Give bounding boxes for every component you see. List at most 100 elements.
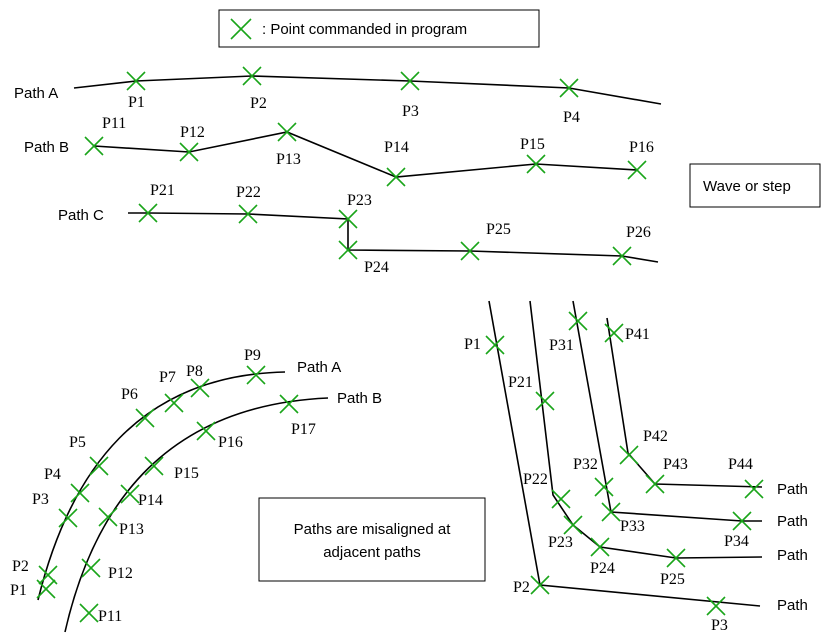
- corner-path-1-line: [488, 300, 761, 607]
- corner-path-3-line: [572, 300, 762, 522]
- corner-point-marker-p23: [563, 515, 583, 535]
- top-point-label-p21: P21: [150, 182, 175, 199]
- arc-point-label-p14: P14: [138, 492, 163, 509]
- corner-point-marker-p1: [485, 335, 505, 355]
- arc-point-label-p4: P4: [44, 466, 61, 483]
- corner-path-4-line: [606, 317, 763, 488]
- corner-point-marker-p31: [568, 311, 588, 331]
- arc-point-label-p9: P9: [244, 347, 261, 364]
- top-point-label-p15: P15: [520, 136, 545, 153]
- corner-point-label-p33: P33: [620, 518, 645, 535]
- corner-point-label-p32: P32: [573, 456, 598, 473]
- top-point-marker-p22: [238, 204, 258, 224]
- corner-point-marker-p32: [594, 477, 614, 497]
- corner-point-marker-p2: [530, 575, 550, 595]
- wave-note: Wave or step: [689, 163, 821, 208]
- arc-path-a-label: Path A: [297, 359, 341, 376]
- top-point-label-p1: P1: [128, 94, 145, 111]
- corner-point-marker-p41: [604, 323, 624, 343]
- top-point-label-p2: P2: [250, 95, 267, 112]
- arc-point-marker-p8: [190, 378, 210, 398]
- arc-path-a-line: [37, 371, 286, 601]
- top-point-label-p16: P16: [629, 139, 654, 156]
- arc-point-marker-p2: [38, 565, 58, 585]
- corner-point-marker-p25: [666, 548, 686, 568]
- top-point-marker-p14: [386, 167, 406, 187]
- misaligned-note: Paths are misaligned at adjacent paths: [258, 497, 486, 582]
- top-point-marker-p11: [84, 136, 104, 156]
- corner-point-label-p25: P25: [660, 571, 685, 588]
- corner-point-label-p43: P43: [663, 456, 688, 473]
- top-point-label-p25: P25: [486, 221, 511, 238]
- arc-point-marker-p3: [58, 508, 78, 528]
- top-path-b-label: Path B: [24, 139, 69, 156]
- top-point-marker-p4: [559, 78, 579, 98]
- corner-point-label-p31: P31: [549, 337, 574, 354]
- arc-point-label-p15: P15: [174, 465, 199, 482]
- wave-note-text: Wave or step: [703, 178, 791, 195]
- corner-point-marker-p21: [535, 391, 555, 411]
- corner-point-label-p42: P42: [643, 428, 668, 445]
- top-path-c-line: [128, 212, 659, 263]
- corner-point-marker-p22: [551, 489, 571, 509]
- corner-point-marker-p24: [590, 537, 610, 557]
- top-point-label-p4: P4: [563, 109, 580, 126]
- top-point-marker-p3: [400, 71, 420, 91]
- top-point-label-p22: P22: [236, 184, 261, 201]
- top-point-marker-p21: [138, 203, 158, 223]
- corner-path-label-3: Path: [777, 547, 808, 564]
- corner-point-label-p22: P22: [523, 471, 548, 488]
- top-path-b-line: [93, 131, 638, 178]
- top-point-label-p23: P23: [347, 192, 372, 209]
- top-section: Path A Path B Path C: [14, 75, 662, 263]
- top-path-a-line: [73, 75, 662, 105]
- top-path-a-label: Path A: [14, 85, 58, 102]
- top-point-label-p12: P12: [180, 124, 205, 141]
- arc-point-label-p16: P16: [218, 434, 243, 451]
- top-point-label-p24: P24: [364, 259, 389, 276]
- top-point-label-p26: P26: [626, 224, 651, 241]
- cross-marker-icon: [230, 18, 252, 40]
- top-point-marker-p15: [526, 154, 546, 174]
- misaligned-note-box: [258, 497, 486, 582]
- wave-note-box: [689, 163, 821, 208]
- legend-box: [218, 9, 540, 48]
- top-point-marker-p26: [612, 246, 632, 266]
- arc-point-label-p13: P13: [119, 521, 144, 538]
- top-point-marker-p12: [179, 142, 199, 162]
- arc-point-marker-p5: [89, 456, 109, 476]
- corner-point-label-p41: P41: [625, 326, 650, 343]
- corner-point-marker-p44: [744, 479, 764, 499]
- arc-point-label-p8: P8: [186, 363, 203, 380]
- arc-point-label-p12: P12: [108, 565, 133, 582]
- arc-point-marker-p16: [196, 421, 216, 441]
- corner-point-marker-p3: [706, 596, 726, 616]
- corner-point-marker-p33: [601, 502, 621, 522]
- corner-point-label-p34: P34: [724, 533, 749, 550]
- top-point-label-p11: P11: [102, 115, 126, 132]
- top-point-marker-p16: [627, 160, 647, 180]
- arc-path-b-label: Path B: [337, 390, 382, 407]
- corner-path-label-1: Path: [777, 481, 808, 498]
- corner-point-label-p1: P1: [464, 336, 481, 353]
- corner-point-label-p3: P3: [711, 617, 728, 634]
- top-point-marker-p25: [460, 241, 480, 261]
- arc-point-label-p7: P7: [159, 369, 176, 386]
- corner-path-2-line: [529, 300, 763, 559]
- arc-point-marker-p9: [246, 365, 266, 385]
- top-path-c-label: Path C: [58, 207, 104, 224]
- arc-point-label-p11: P11: [98, 608, 122, 625]
- arc-point-marker-p6: [135, 408, 155, 428]
- arc-point-marker-p7: [164, 393, 184, 413]
- legend: : Point commanded in program: [218, 9, 540, 48]
- corner-point-label-p21: P21: [508, 374, 533, 391]
- arc-point-marker-p15: [144, 456, 164, 476]
- misaligned-note-line1: Paths are misaligned at: [294, 521, 452, 538]
- top-point-marker-p1: [126, 71, 146, 91]
- arc-point-label-p6: P6: [121, 386, 138, 403]
- corner-section: Path Path Path Path: [488, 300, 808, 614]
- top-point-label-p3: P3: [402, 103, 419, 120]
